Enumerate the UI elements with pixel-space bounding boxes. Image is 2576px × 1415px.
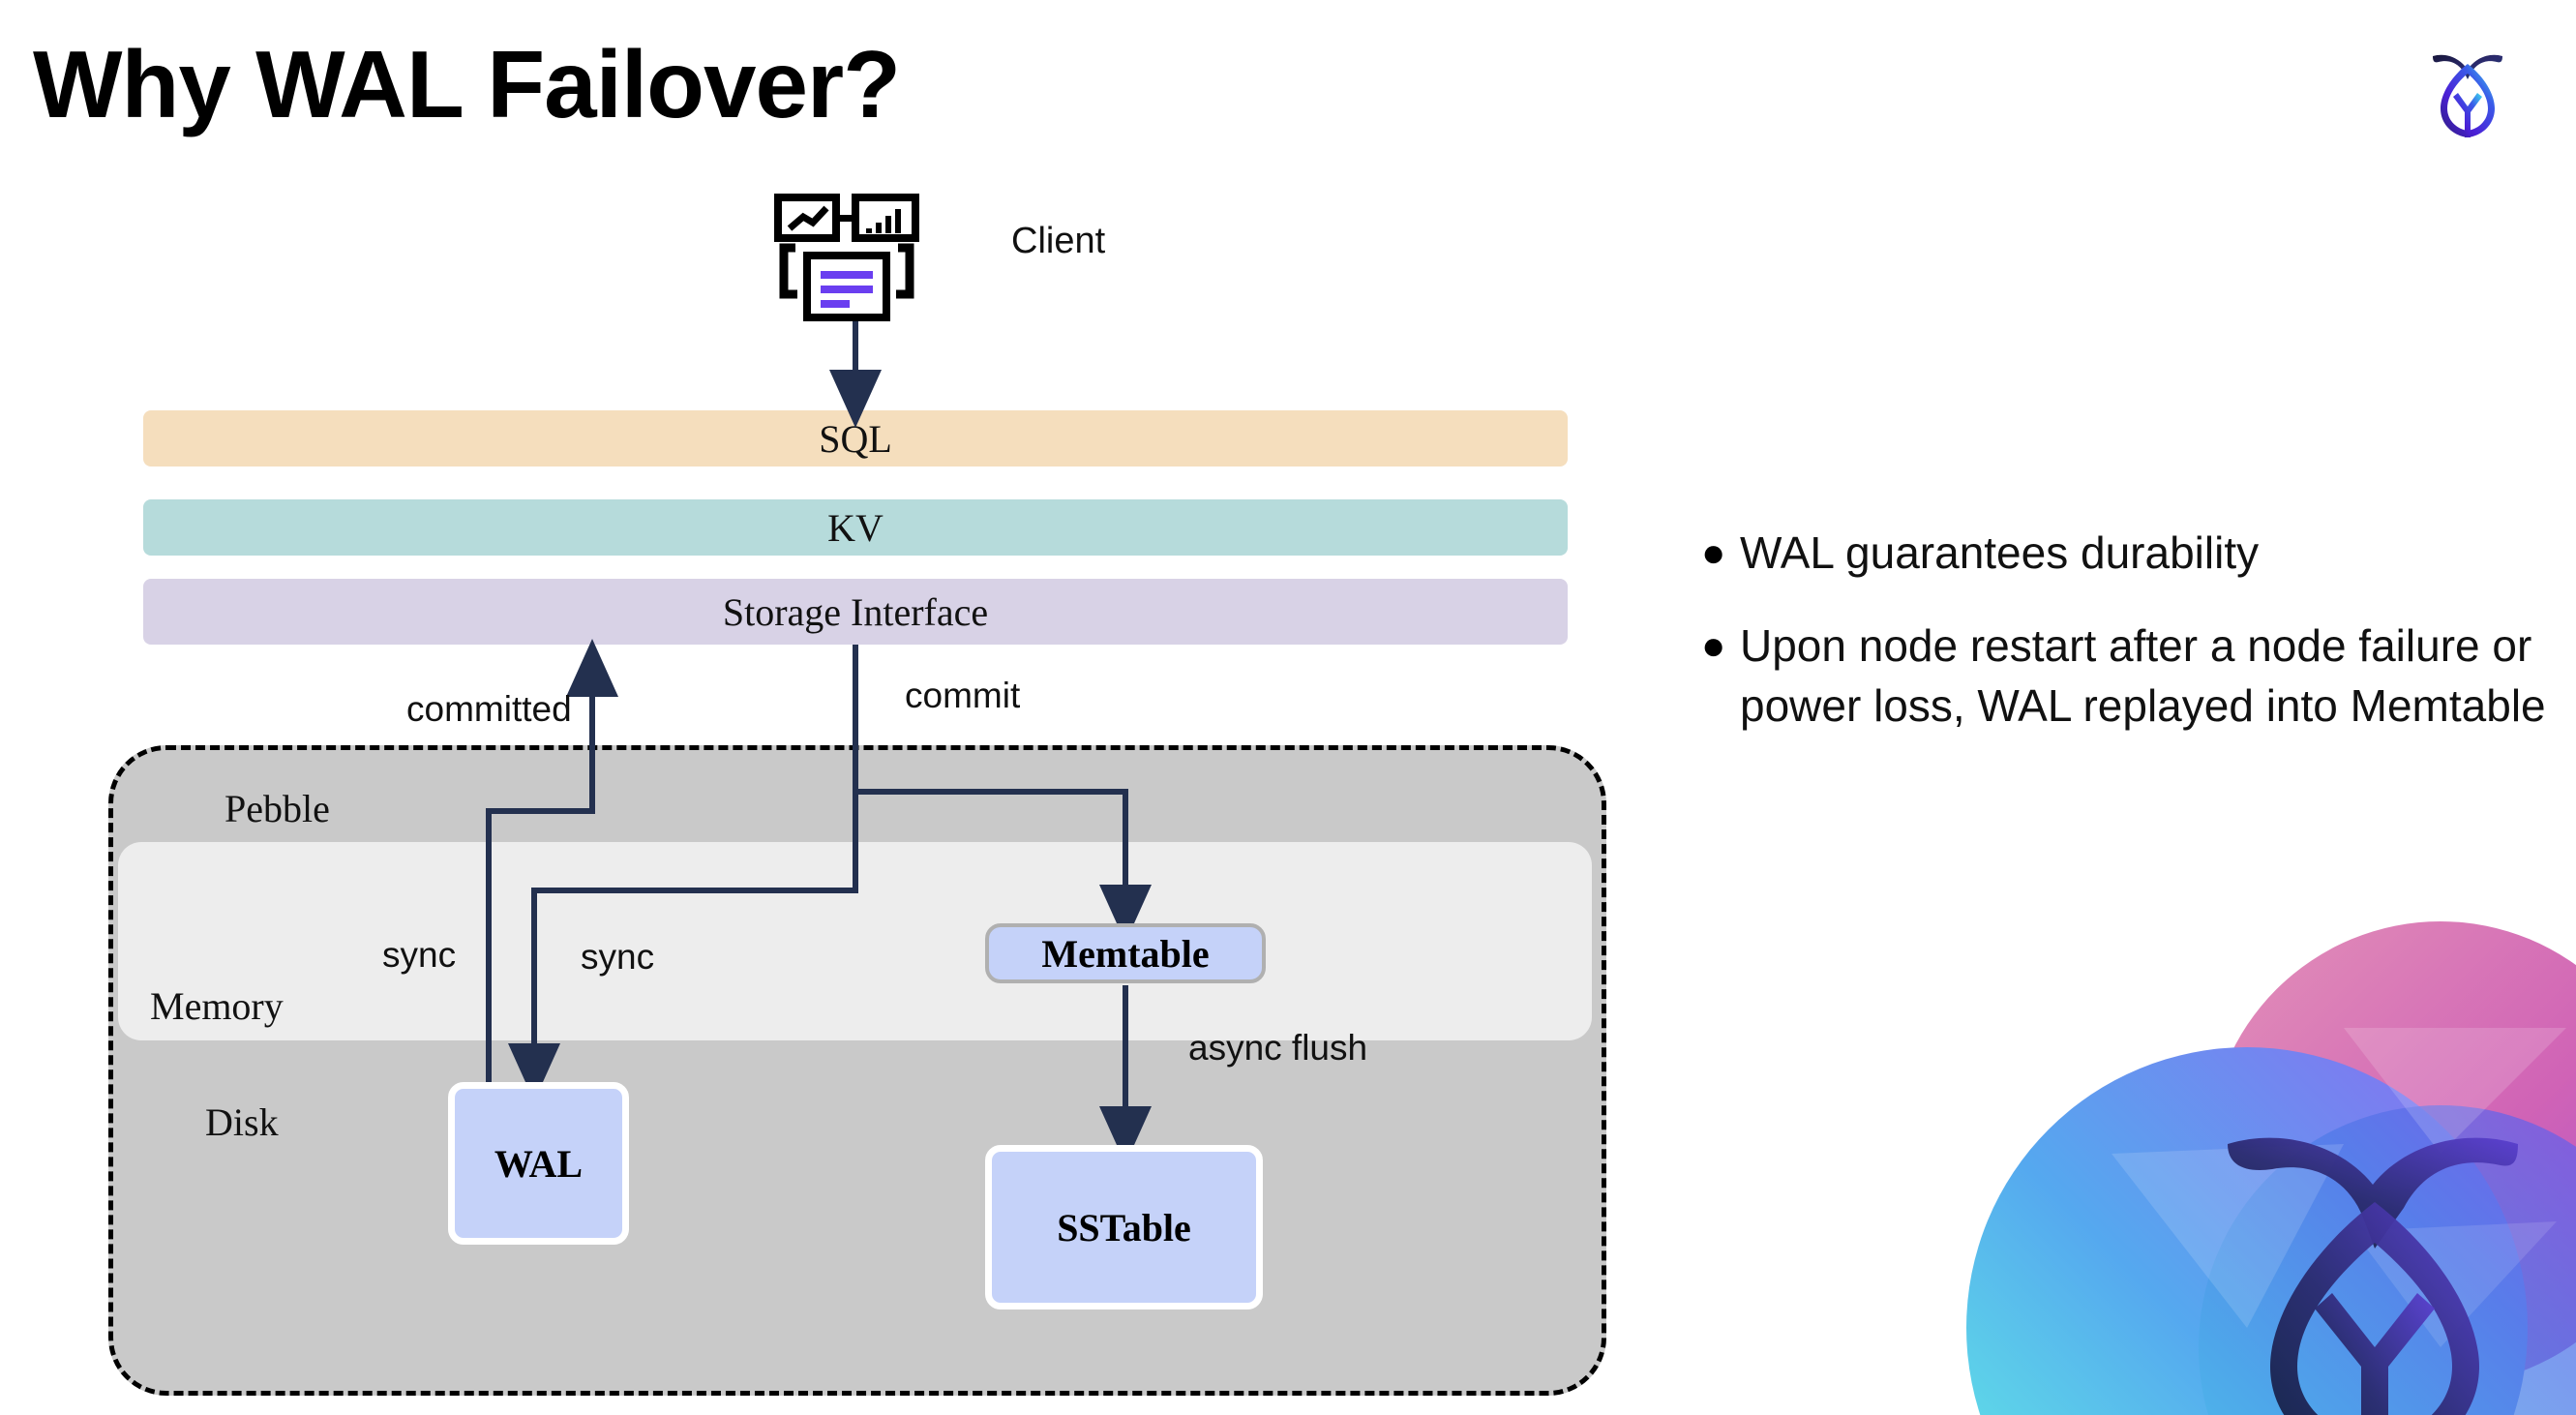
memory-region <box>118 842 1592 1040</box>
edge-label-async-flush: async flush <box>1188 1028 1368 1068</box>
cockroachdb-logo <box>2410 31 2526 147</box>
edge-label-commit: commit <box>905 676 1021 715</box>
node-sstable-label: SSTable <box>1057 1205 1191 1249</box>
node-memtable[interactable]: Memtable <box>985 923 1266 983</box>
layer-kv: KV <box>143 499 1568 556</box>
list-item: ● Upon node restart after a node failure… <box>1701 616 2553 736</box>
decorative-artwork <box>1937 912 2576 1415</box>
edge-label-committed: committed <box>406 689 572 729</box>
layer-storage-interface: Storage Interface <box>143 579 1568 645</box>
node-wal[interactable]: WAL <box>448 1082 629 1245</box>
bullet-list: ● WAL guarantees durability ● Upon node … <box>1701 523 2553 768</box>
layer-storage-label: Storage Interface <box>722 589 989 634</box>
bullet-text: Upon node restart after a node failure o… <box>1740 620 2546 731</box>
layer-kv-label: KV <box>827 505 884 550</box>
memory-label: Memory <box>150 984 284 1028</box>
page-title: Why WAL Failover? <box>33 31 901 137</box>
bullet-text: WAL guarantees durability <box>1740 527 2260 578</box>
bullet-marker-icon: ● <box>1701 622 1726 668</box>
node-sstable[interactable]: SSTable <box>985 1145 1263 1310</box>
client-dashboard-icon <box>774 194 929 324</box>
client-label: Client <box>1011 221 1106 261</box>
bullet-marker-icon: ● <box>1701 529 1726 575</box>
layer-sql: SQL <box>143 410 1568 467</box>
disk-label: Disk <box>205 1100 279 1144</box>
layer-sql-label: SQL <box>819 416 892 461</box>
list-item: ● WAL guarantees durability <box>1701 523 2553 583</box>
node-wal-label: WAL <box>494 1141 584 1186</box>
edge-label-sync-2: sync <box>581 937 655 977</box>
node-memtable-label: Memtable <box>1041 931 1210 976</box>
edge-label-sync-1: sync <box>382 935 457 975</box>
pebble-label: Pebble <box>225 787 330 830</box>
